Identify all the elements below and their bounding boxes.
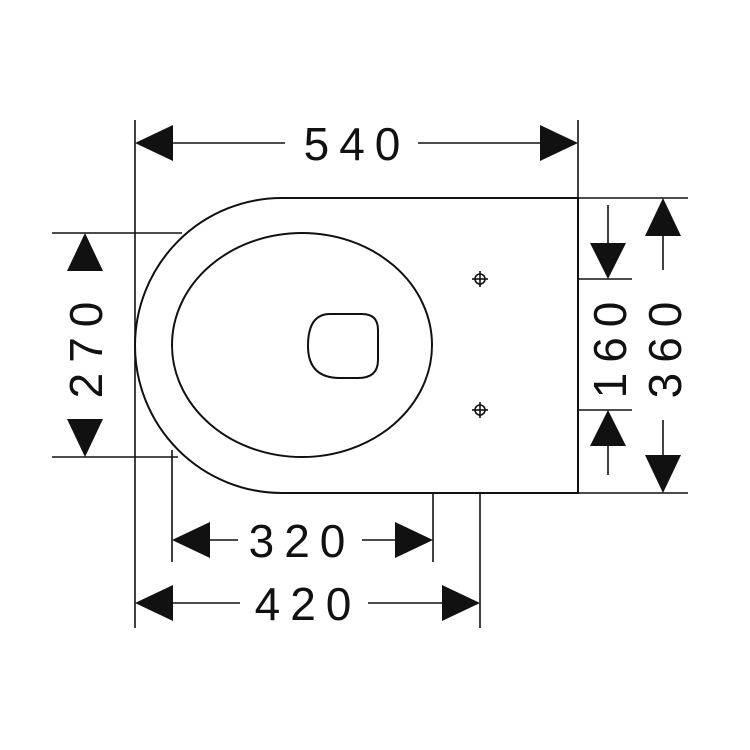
arrowhead-icon — [135, 125, 173, 161]
dimension-420: 420 — [135, 493, 481, 630]
arrowhead-icon — [590, 243, 626, 279]
arrowhead-icon — [442, 585, 480, 621]
dimension-270: 270 — [52, 232, 182, 458]
dimension-label-270: 270 — [60, 292, 112, 399]
arrowhead-icon — [172, 522, 210, 558]
fixing-point-bottom-icon — [472, 402, 488, 418]
dimension-label-420: 420 — [255, 578, 362, 630]
dimension-label-540: 540 — [304, 118, 411, 170]
dimension-320: 320 — [171, 450, 434, 567]
drain-opening — [306, 313, 379, 379]
arrowhead-icon — [645, 455, 681, 493]
bowl-inner-outline — [171, 232, 433, 458]
dimension-label-160: 160 — [584, 292, 636, 399]
dimension-540: 540 — [134, 118, 579, 628]
dimension-160: 160 — [578, 205, 636, 475]
arrowhead-icon — [590, 410, 626, 446]
arrowhead-icon — [645, 198, 681, 236]
fixing-point-top-icon — [472, 271, 488, 287]
arrowhead-icon — [395, 522, 433, 558]
dimension-label-360: 360 — [639, 292, 691, 399]
dimension-label-320: 320 — [249, 515, 356, 567]
arrowhead-icon — [135, 585, 173, 621]
arrowhead-icon — [540, 125, 578, 161]
arrowhead-icon — [67, 419, 103, 457]
arrowhead-icon — [67, 233, 103, 271]
dimension-360: 360 — [578, 197, 691, 494]
